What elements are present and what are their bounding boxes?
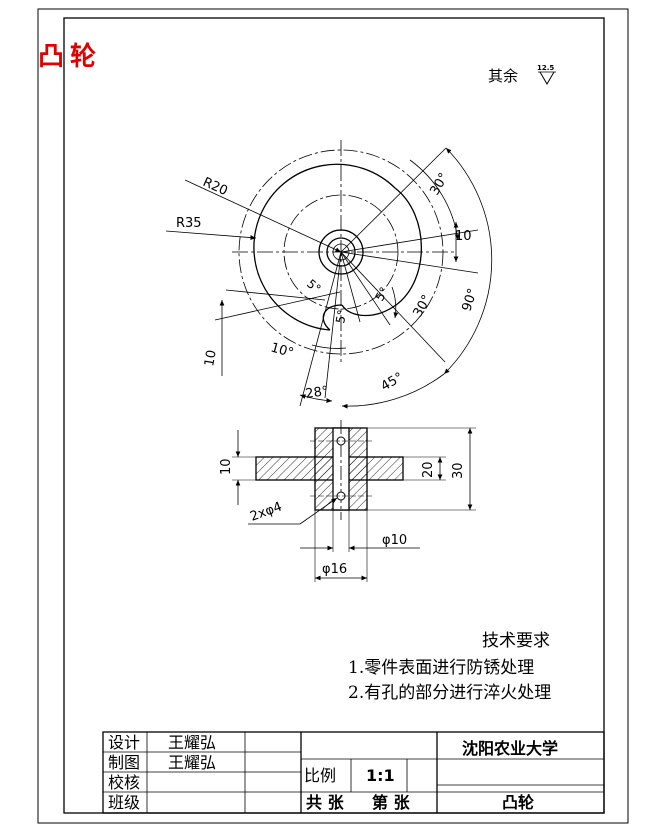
- dim-holes: 2xφ4: [248, 499, 284, 524]
- dim-10-section: 10: [219, 458, 234, 475]
- draw-label: 制图: [108, 753, 140, 772]
- dim-a5-small: 5°: [333, 309, 349, 325]
- outer-border: [37, 8, 629, 824]
- class-label: 班级: [108, 793, 140, 812]
- draw-name: 王耀弘: [168, 753, 216, 772]
- tech-item-1: 1.零件表面进行防锈处理: [348, 658, 534, 678]
- cam-view: [165, 140, 493, 409]
- dim-a5-mid: 5°: [372, 285, 391, 304]
- red-title: 凸轮: [38, 42, 103, 72]
- design-label: 设计: [108, 733, 140, 752]
- dim-a5-left: 5°: [304, 277, 323, 296]
- sheets-label: 共 张: [306, 793, 345, 812]
- dim-a90: 90°: [460, 287, 481, 314]
- dim-a30-mid: 30°: [410, 293, 435, 320]
- university-name: 沈阳农业大学: [462, 739, 558, 758]
- dim-a10: 10°: [269, 340, 295, 361]
- design-name: 王耀弘: [168, 733, 216, 752]
- scale-label: 比例: [304, 766, 336, 785]
- check-label: 校核: [108, 773, 140, 792]
- section-view: [232, 420, 476, 582]
- part-name: 凸轮: [502, 793, 534, 812]
- dim-phi10: φ10: [382, 533, 407, 548]
- dim-20: 20: [421, 461, 436, 478]
- dim-30: 30: [451, 462, 466, 479]
- surface-note: 其余: [488, 67, 518, 85]
- dim-r20: R20: [200, 175, 229, 199]
- roughness-value: 12.5: [537, 64, 554, 72]
- scale-value: 1:1: [366, 766, 395, 785]
- dim-a45: 45°: [379, 370, 406, 395]
- dim-r35: R35: [176, 216, 202, 231]
- dim-phi16: φ16: [322, 562, 347, 577]
- tech-item-2: 2.有孔的部分进行淬火处理: [348, 683, 551, 703]
- title-block-grid: [102, 731, 605, 814]
- tech-heading: 技术要求: [482, 631, 550, 651]
- roughness-symbol: [538, 71, 556, 85]
- dim-a30-top: 30°: [427, 171, 452, 198]
- dim-a28: 28°: [304, 384, 329, 402]
- dim-10-left: 10: [202, 349, 220, 368]
- sheet-label: 第 张: [372, 793, 411, 812]
- dim-10-right: 10: [455, 229, 472, 244]
